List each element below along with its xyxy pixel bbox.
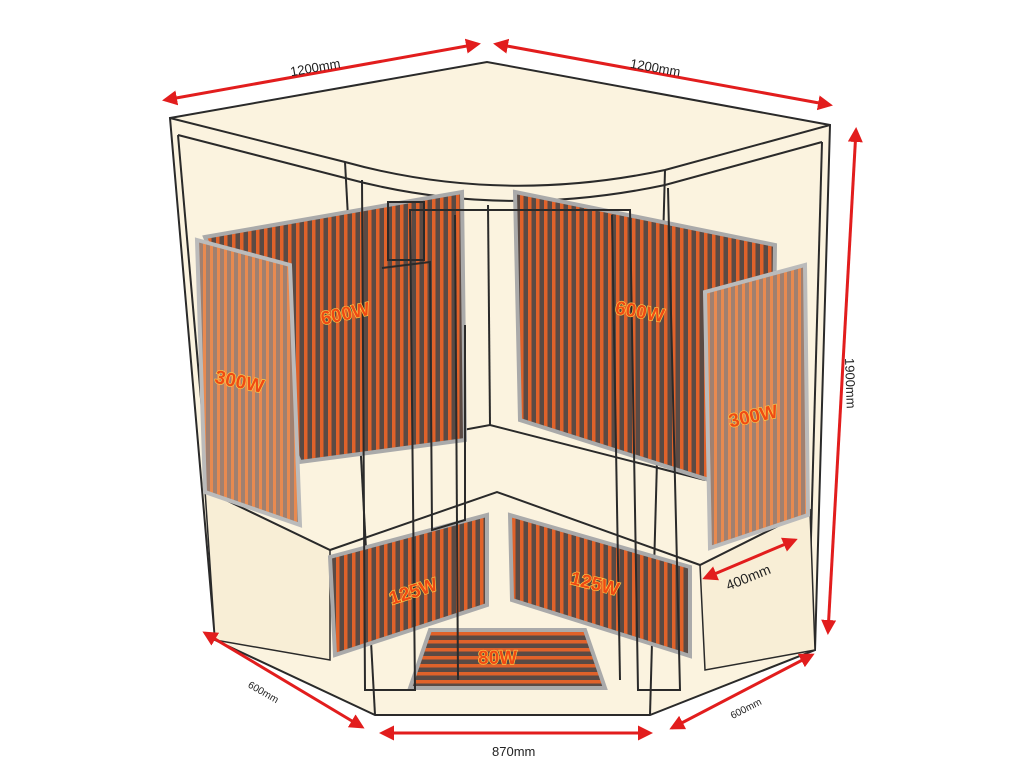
dim-bottom-left: 600mm bbox=[246, 680, 280, 706]
arrow-bench-depth bbox=[702, 537, 798, 581]
arrow-height bbox=[821, 127, 863, 635]
dim-top-right: 1200mm bbox=[629, 56, 681, 80]
label-80w-floor: 80W bbox=[478, 648, 517, 669]
dim-front-width: 870mm bbox=[492, 744, 535, 759]
arrow-bottom-left bbox=[202, 631, 365, 729]
heater-panel-right-side bbox=[702, 262, 811, 551]
arrow-top-right bbox=[493, 38, 833, 111]
arrow-bottom-right bbox=[669, 653, 815, 730]
arrow-top-left bbox=[162, 38, 481, 106]
dim-height: 1900mm bbox=[842, 358, 859, 409]
dim-bottom-right: 600mm bbox=[729, 697, 764, 722]
dim-top-left: 1200mm bbox=[289, 56, 341, 80]
heater-panel-left-side bbox=[194, 237, 303, 528]
